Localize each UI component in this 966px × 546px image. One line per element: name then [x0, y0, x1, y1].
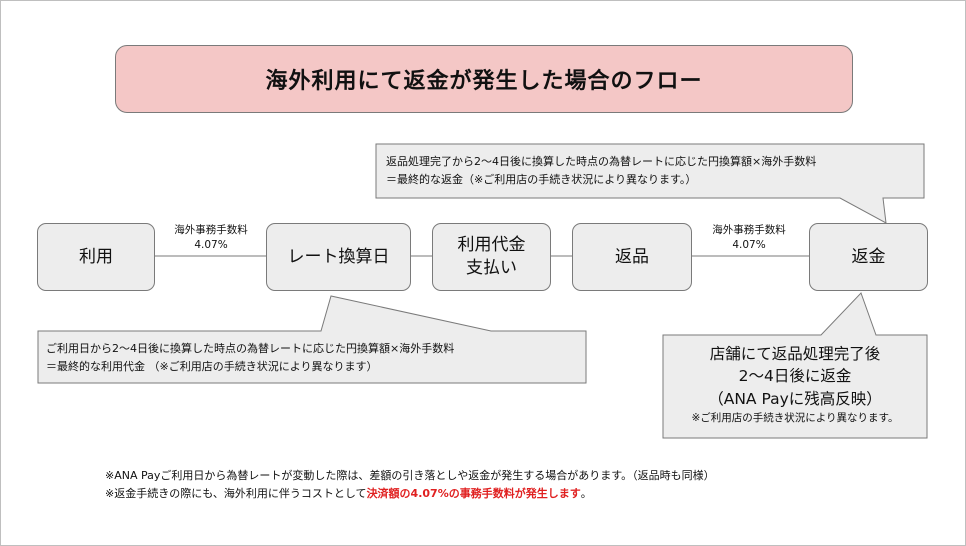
- node-riyou: 利用: [37, 223, 155, 291]
- callout-bottom-right-line-1: 店舗にて返品処理完了後: [709, 345, 881, 363]
- callout-bottom-left-line-1: ご利用日から2～4日後に換算した時点の為替レートに応じた円換算額×海外手数料: [46, 342, 455, 355]
- page-title-text: 海外利用にて返金が発生した場合のフロー: [265, 69, 703, 94]
- node-riyou-label: 利用: [79, 246, 113, 267]
- footnote-2: ※返金手続きの際にも、海外利用に伴うコストとして決済額の4.07%の事務手数料が…: [105, 485, 715, 503]
- edge-fee-name-1: 海外事務手数料: [174, 224, 248, 236]
- callout-bottom-left-shape: [37, 295, 587, 384]
- callout-bottom-left-text: ご利用日から2～4日後に換算した時点の為替レートに応じた円換算額×海外手数料 ＝…: [46, 340, 454, 375]
- callout-top-line-2: ＝最終的な返金（※ご利用店の手続き状況により異なります。）: [386, 172, 697, 186]
- edge-fee-label-1: 海外事務手数料 4.07%: [161, 223, 261, 253]
- callout-bottom-right-note: ※ご利用店の手続き状況により異なります。: [691, 412, 899, 425]
- edge-fee-rate-1: 4.07%: [194, 239, 228, 252]
- footnote-1: ※ANA Payご利用日から為替レートが変動した際は、差額の引き落としや返金が発…: [105, 469, 715, 482]
- node-refund-label: 返金: [851, 246, 886, 267]
- edge-fee-name-2: 海外事務手数料: [712, 224, 786, 236]
- page-title: 海外利用にて返金が発生した場合のフロー: [115, 45, 853, 113]
- footnote-2-prefix: ※返金手続きの際にも、海外利用に伴うコストとして: [105, 487, 367, 501]
- footnote-2-suffix: 。: [580, 487, 592, 501]
- callout-bottom-right-line-3: （ANA Payに残高反映）: [708, 389, 882, 408]
- node-refund: 返金: [809, 223, 928, 291]
- callout-bottom-left-line-2: ＝最終的な利用代金 （※ご利用店の手続き状況により異なります）: [46, 359, 378, 373]
- callout-top-line-1: 返品処理完了から2～4日後に換算した時点の為替レートに応じた円換算額×海外手数料: [386, 155, 817, 168]
- callout-top-shape: [375, 143, 925, 224]
- edge-fee-rate-2: 4.07%: [732, 239, 766, 252]
- callout-bottom-right-line-2: 2～4日後に返金: [738, 367, 852, 386]
- node-return-label: 返品: [615, 246, 649, 267]
- node-rate-conversion-label: レート換算日: [287, 246, 390, 267]
- footnotes: ※ANA Payご利用日から為替レートが変動した際は、差額の引き落としや返金が発…: [105, 467, 715, 503]
- footnote-2-highlight: 決済額の4.07%の事務手数料が発生します: [366, 487, 581, 501]
- edge-fee-label-2: 海外事務手数料 4.07%: [698, 223, 800, 253]
- node-rate-conversion: レート換算日: [266, 223, 411, 291]
- callout-bottom-right-shape: [662, 292, 928, 439]
- node-payment: 利用代金 支払い: [432, 223, 551, 291]
- node-payment-label: 利用代金 支払い: [457, 235, 526, 278]
- callout-bottom-right-text: 店舗にて返品処理完了後 2～4日後に返金 （ANA Payに残高反映） ※ご利用…: [665, 343, 925, 427]
- node-return: 返品: [572, 223, 692, 291]
- callout-top-text: 返品処理完了から2～4日後に換算した時点の為替レートに応じた円換算額×海外手数料…: [386, 153, 816, 188]
